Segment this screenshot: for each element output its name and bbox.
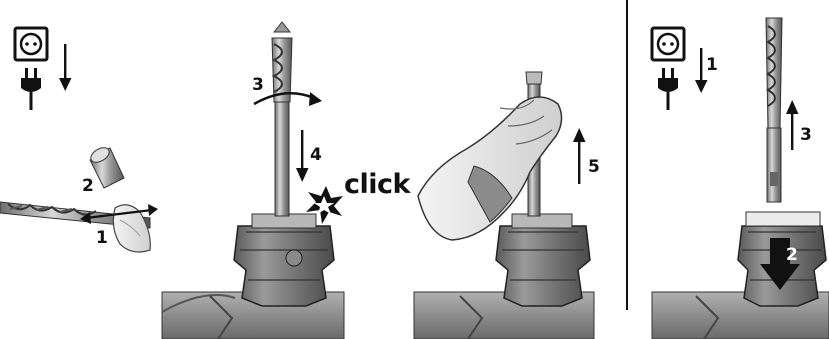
step-label: 3 — [252, 75, 264, 95]
plug-icon — [21, 68, 41, 110]
socket-icon — [652, 28, 684, 60]
panel-3-check: 5 — [414, 72, 600, 339]
step-label: 2 — [786, 245, 798, 265]
drill-chuck — [234, 214, 334, 306]
panel-2-insert: 3 4 click — [162, 22, 412, 339]
step-label: 1 — [706, 55, 718, 75]
down-arrow-icon — [59, 44, 72, 91]
panel-4-remove: 1 3 2 — [652, 18, 829, 339]
up-arrow-icon — [573, 128, 586, 184]
drill-chuck — [496, 214, 590, 306]
step-label: 5 — [588, 157, 600, 177]
step-label: 1 — [96, 228, 108, 248]
drill-bit — [272, 22, 292, 216]
step-label: 2 — [82, 176, 94, 196]
click-label: click — [344, 169, 412, 200]
step-label: 3 — [800, 125, 812, 145]
down-arrow-icon — [296, 130, 309, 182]
drill-bit — [766, 18, 782, 202]
socket-icon — [15, 28, 47, 60]
up-arrow-icon — [786, 100, 799, 150]
panel-1-unplug — [15, 28, 72, 110]
step-label: 4 — [310, 145, 322, 165]
plug-icon — [658, 68, 678, 110]
panel-1-clean-grease: 2 1 — [0, 145, 158, 252]
